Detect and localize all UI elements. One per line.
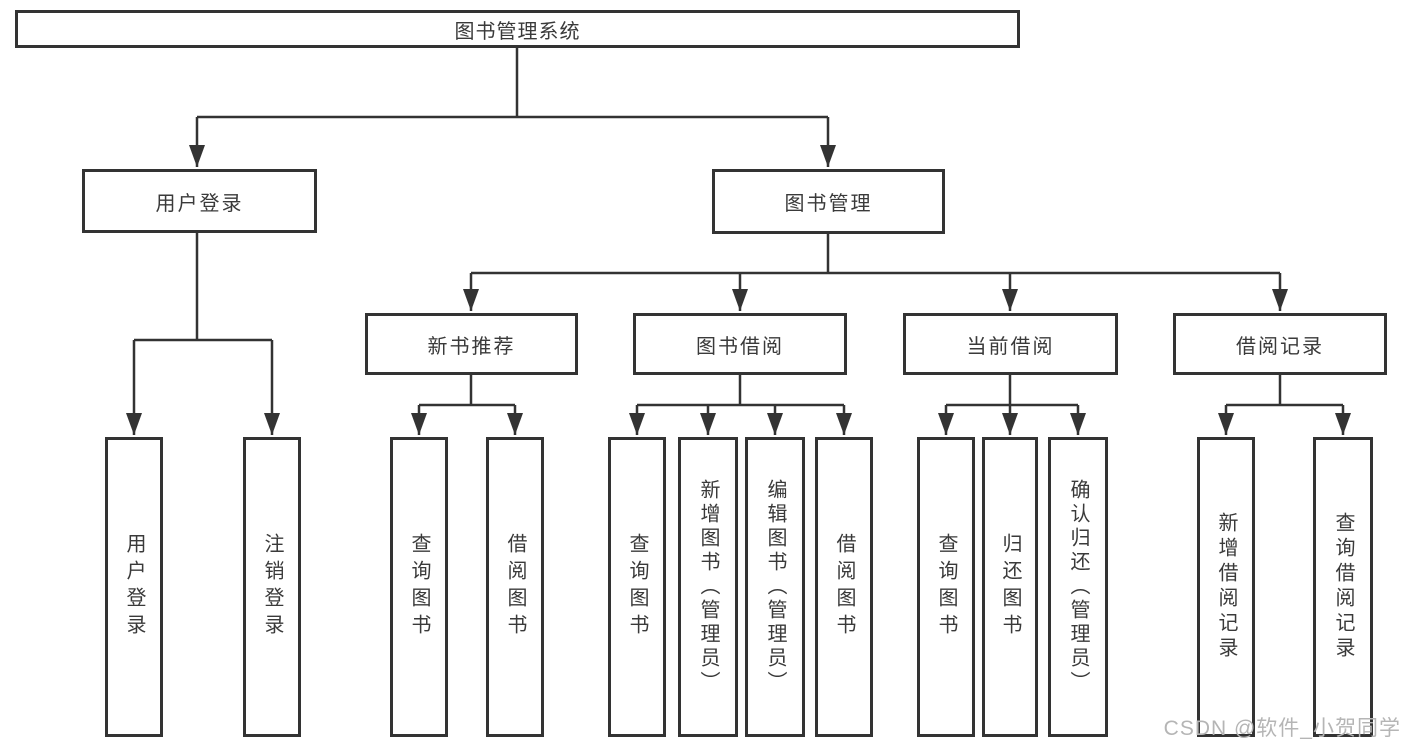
leaf-current-confirm-return-admin: 确认归还（管理员） bbox=[1048, 437, 1108, 737]
leaf-current-query-books-label: 查询图书 bbox=[935, 533, 957, 641]
leaf-logout-label: 注销登录 bbox=[261, 533, 283, 641]
node-book-management-label: 图书管理 bbox=[784, 193, 873, 215]
leaf-user-login: 用户登录 bbox=[105, 437, 163, 737]
leaf-current-return-books: 归还图书 bbox=[982, 437, 1038, 737]
leaf-record-query-label: 查询借阅记录 bbox=[1332, 512, 1354, 662]
leaf-borrow-borrow-books-label: 借阅图书 bbox=[833, 533, 855, 641]
leaf-current-confirm-return-admin-label: 确认归还（管理员） bbox=[1067, 479, 1089, 695]
leaf-current-return-books-label: 归还图书 bbox=[999, 533, 1021, 641]
node-book-borrow-label: 图书借阅 bbox=[696, 335, 784, 358]
node-user-login-label: 用户登录 bbox=[155, 192, 244, 215]
leaf-record-add-label: 新增借阅记录 bbox=[1215, 512, 1237, 662]
node-current-borrow: 当前借阅 bbox=[903, 313, 1118, 375]
node-user-login: 用户登录 bbox=[82, 169, 317, 233]
leaf-current-query-books: 查询图书 bbox=[917, 437, 975, 737]
leaf-recommend-query-books-label: 查询图书 bbox=[408, 533, 430, 641]
leaf-borrow-edit-books-admin: 编辑图书（管理员） bbox=[745, 437, 805, 737]
leaf-user-login-label: 用户登录 bbox=[123, 533, 145, 641]
node-borrow-record-label: 借阅记录 bbox=[1236, 335, 1324, 358]
node-borrow-record: 借阅记录 bbox=[1173, 313, 1387, 375]
leaf-borrow-add-books-admin: 新增图书（管理员） bbox=[678, 437, 738, 737]
leaf-record-query: 查询借阅记录 bbox=[1313, 437, 1373, 737]
node-book-management: 图书管理 bbox=[712, 169, 945, 234]
leaf-record-add: 新增借阅记录 bbox=[1197, 437, 1255, 737]
node-root-system: 图书管理系统 bbox=[15, 10, 1020, 48]
node-new-book-recommend: 新书推荐 bbox=[365, 313, 578, 375]
leaf-borrow-edit-books-admin-label: 编辑图书（管理员） bbox=[764, 479, 786, 695]
node-root-label: 图书管理系统 bbox=[454, 20, 581, 43]
leaf-borrow-add-books-admin-label: 新增图书（管理员） bbox=[697, 479, 719, 695]
node-current-borrow-label: 当前借阅 bbox=[966, 335, 1055, 358]
leaf-logout: 注销登录 bbox=[243, 437, 301, 737]
leaf-borrow-query-books-label: 查询图书 bbox=[626, 533, 648, 641]
leaf-borrow-borrow-books: 借阅图书 bbox=[815, 437, 873, 737]
csdn-watermark: CSDN @软件_小贺同学 bbox=[1163, 717, 1401, 740]
leaf-recommend-query-books: 查询图书 bbox=[390, 437, 448, 737]
leaf-recommend-borrow-books: 借阅图书 bbox=[486, 437, 544, 737]
leaf-borrow-query-books: 查询图书 bbox=[608, 437, 666, 737]
node-book-borrow: 图书借阅 bbox=[633, 313, 847, 375]
leaf-recommend-borrow-books-label: 借阅图书 bbox=[504, 533, 526, 641]
node-new-book-recommend-label: 新书推荐 bbox=[427, 335, 516, 358]
